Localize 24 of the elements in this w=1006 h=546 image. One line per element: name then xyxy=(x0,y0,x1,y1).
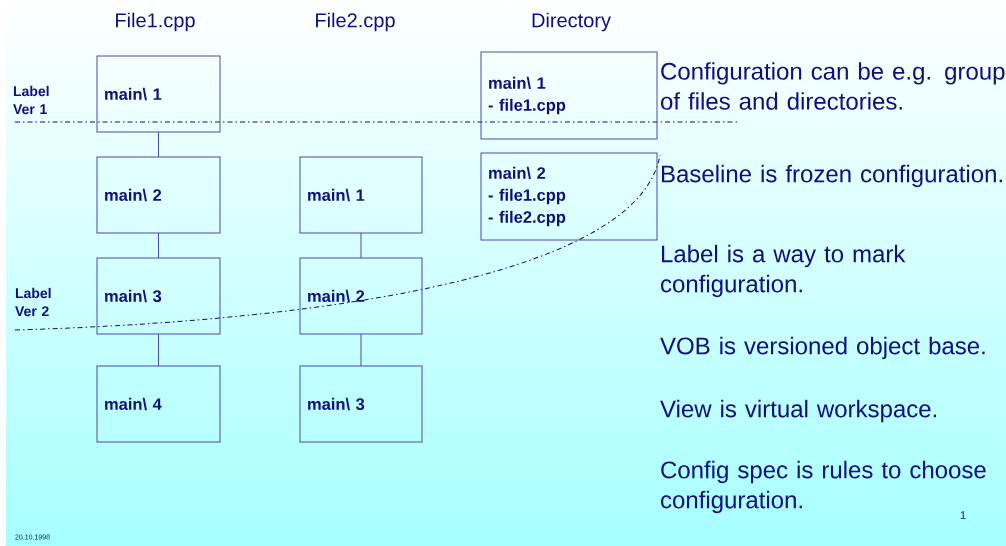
connector-line xyxy=(360,232,362,259)
note-text: View is virtual workspace. xyxy=(660,399,937,423)
configuration-box: main\ 1 - file1.cpp xyxy=(480,51,658,140)
version-box: main\ 4 xyxy=(96,365,221,443)
connector-line xyxy=(158,333,159,367)
connector-line xyxy=(158,131,159,158)
column-heading: File2.cpp xyxy=(316,12,395,32)
version-box: main\ 1 xyxy=(299,156,423,234)
note-text: Configuration can be e.g. group of files and directories. xyxy=(661,62,1005,110)
connector-line xyxy=(158,232,159,259)
note-text: Baseline is frozen configuration. xyxy=(662,164,1002,188)
version-box: main\ 3 xyxy=(299,365,423,443)
note-text: VOB is versioned object base. xyxy=(660,336,985,360)
note-text: Label is a way to mark configuration. xyxy=(661,244,906,298)
column-heading: File1.cpp xyxy=(116,12,195,32)
label-tag: Label Ver 2 xyxy=(15,287,51,317)
configuration-box: main\ 2 - file1.cpp - file2.cpp xyxy=(480,152,658,241)
version-box: main\ 1 xyxy=(96,55,221,133)
label-tag: Label Ver 1 xyxy=(13,85,49,115)
column-heading: Directory xyxy=(532,12,611,32)
version-box: main\ 2 xyxy=(299,257,423,335)
version-box: main\ 2 xyxy=(96,156,221,234)
version-box: main\ 3 xyxy=(96,257,221,335)
connector-line xyxy=(360,333,362,367)
